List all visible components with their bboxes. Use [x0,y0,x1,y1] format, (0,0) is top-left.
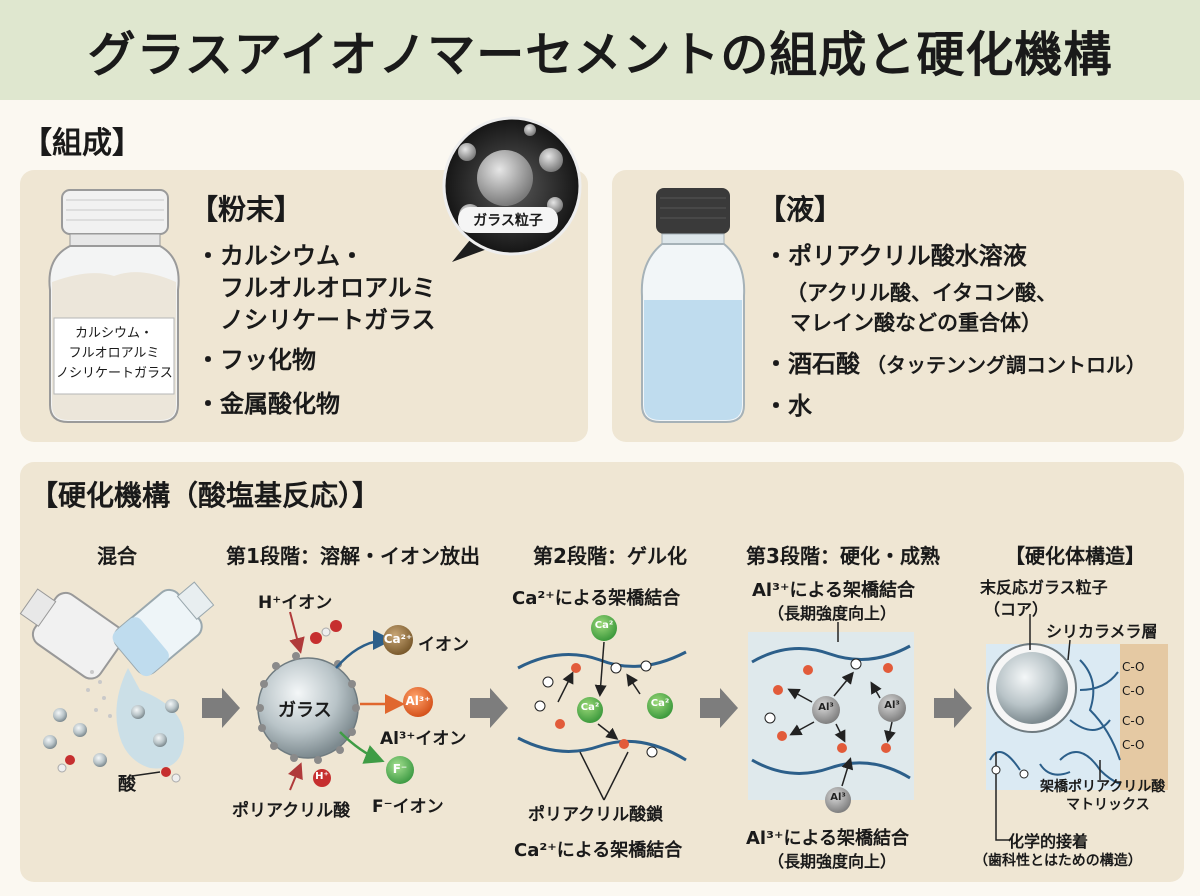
silica-label: シリカラメラ層 [1046,622,1158,641]
bottle-label-2: フルオロアルミ [68,346,160,361]
carboxyl-3: C-O [1122,714,1145,728]
mix-illustration [19,581,215,783]
stage3-ion-1: Al³ [818,702,834,713]
acid-label: 酸 [118,774,136,795]
stage-2: 第2段階：ゲル化 [533,544,687,568]
stage2-illustration [517,650,687,762]
liquid-bullet-1: ・ポリアクリル酸水溶液 [764,242,1027,270]
stage3-bottom-label-2: （長期強度向上） [768,852,897,871]
bottle-label-1: カルシウム・ [74,326,153,341]
stage3-ion-3: Al³ [830,792,846,803]
stage2-ion-2: Ca² [580,702,600,713]
paa-label: ポリアクリル酸 [232,801,351,821]
liquid-heading: 【液】 [758,193,843,226]
stage-mix: 混合 [97,544,137,568]
core-label-2: （コア） [984,600,1049,619]
stage3-top-label-2: （長期強度向上） [768,604,897,623]
matrix-label-1: 架橋ポリアクリル酸 [1040,779,1166,795]
bottle-label-3: ノシリケートガラス [56,366,173,381]
matrix-label-2: マトリックス [1066,797,1150,813]
stage2-bottom-label: Ca²⁺による架橋結合 [514,840,683,861]
f-ion-label: F⁻イオン [372,797,444,817]
bond-label-1: 化学的接着 [1008,832,1089,851]
title-bar: グラスアイオノマーセメントの組成と硬化機構 [0,0,1200,100]
stage1-illustration [256,611,433,791]
carboxyl-2: C-O [1122,684,1145,698]
carboxyl-4: C-O [1122,738,1145,752]
h-small-ion: H⁺ [315,771,329,782]
page-title: グラスアイオノマーセメントの組成と硬化機構 [87,27,1113,83]
stage2-ion-1: Ca² [594,620,614,631]
stage3-illustration [748,622,914,813]
carboxyl-1: C-O [1122,660,1145,674]
composition-section-label: 【組成】 [22,126,142,161]
stage3-bottom-label-1: Al³⁺による架橋結合 [746,828,909,849]
ca-ion: Ca²⁺ [383,632,413,646]
liquid-bullet-2: ・酒石酸 [764,350,860,378]
core-label-1: 末反応ガラス粒子 [980,578,1108,597]
f-ion: F⁻ [392,762,408,776]
structure-illustration [986,614,1168,841]
glass-label: ガラス [278,700,332,721]
liquid-bullet-2b: （タッテンング調コントロル） [866,353,1146,377]
liquid-bullet-3: ・水 [764,392,812,420]
stage2-top-label: Ca²⁺による架橋結合 [512,588,681,609]
stage-structure: 【硬化体構造】 [1005,544,1145,568]
flow-arrows [202,688,972,728]
al-ion: Al³⁺ [405,694,431,708]
glass-particle-callout [442,116,582,262]
h-ion-label: H⁺イオン [258,593,333,613]
callout-label: ガラス粒子 [473,213,543,229]
stage-1: 第1段階：溶解・イオン放出 [226,544,480,568]
powder-bullet-2: ・フッ化物 [196,346,316,374]
stage3-top-label-1: Al³⁺による架橋結合 [752,580,915,601]
powder-bullet-1: ・カルシウム・ [196,242,364,270]
liquid-bullet-1b: （アクリル酸、イタコン酸、 [786,281,1058,305]
powder-bullet-3: ・金属酸化物 [196,390,340,418]
liquid-bullet-1c: マレイン酸などの重合体） [790,311,1042,335]
powder-heading: 【粉末】 [190,193,303,226]
stage2-nodes [534,615,673,801]
powder-bullet-1c: ノシリケートガラス [220,306,436,334]
stage3-ion-2: Al³ [884,700,900,711]
stage2-ion-3: Ca² [650,698,670,709]
powder-bullet-1b: フルオルオロアルミ [220,274,436,302]
ca-ion-label: イオン [418,635,469,655]
powder-bottle [48,189,180,423]
stage-3: 第3段階：硬化・成熟 [746,544,940,568]
bond-label-2: （歯科性とはための構造） [974,853,1142,869]
al-ion-label: Al³⁺イオン [380,729,467,749]
stage2-chain-label: ポリアクリル酸鎖 [528,805,664,825]
mechanism-section-label: 【硬化機構（酸塩基反応）】 [30,479,381,512]
liquid-bottle [640,188,746,423]
